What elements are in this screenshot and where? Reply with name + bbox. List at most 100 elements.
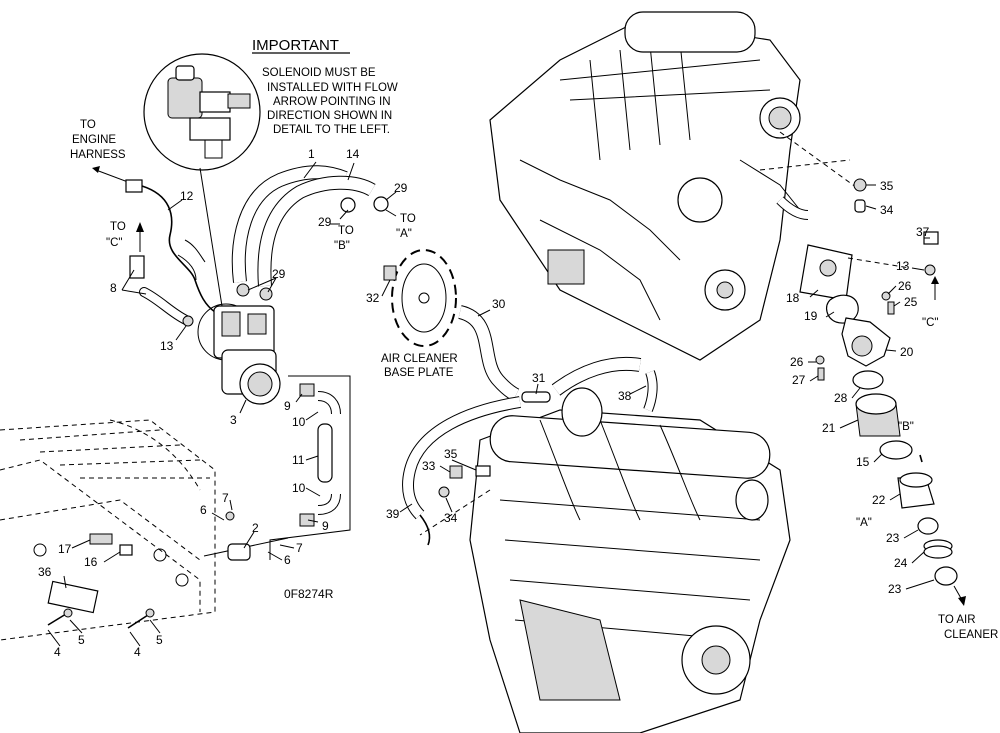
- important-title: IMPORTANT: [252, 37, 339, 54]
- callout-13: 13: [896, 259, 910, 273]
- cap-34b: [438, 486, 450, 498]
- callout-23: 23: [888, 582, 902, 596]
- callout-18: 18: [786, 291, 800, 305]
- arrow-up-icon: [136, 222, 144, 232]
- svg-text:"C": "C": [106, 237, 122, 249]
- tube-11: [317, 423, 333, 483]
- callout-10: 10: [292, 481, 306, 495]
- to-c-left-note: TO "C": [106, 221, 144, 252]
- callout-37: 37: [916, 225, 930, 239]
- to-engine-harness-note: TO ENGINE HARNESS: [70, 119, 129, 183]
- throttle-assembly: [799, 178, 966, 606]
- callout-33: 33: [422, 459, 436, 473]
- callout-9: 9: [284, 399, 291, 413]
- callout-1: 1: [308, 147, 315, 161]
- callout-29: 29: [318, 215, 332, 229]
- svg-text:TO: TO: [400, 213, 416, 225]
- callout-11: 11: [292, 453, 305, 467]
- callout-26: 26: [790, 355, 804, 369]
- svg-text:BASE PLATE: BASE PLATE: [384, 367, 454, 379]
- svg-text:AIR CLEANER: AIR CLEANER: [381, 353, 458, 365]
- intake-manifold-lower: [489, 415, 771, 479]
- callout-35: 35: [444, 447, 458, 461]
- callout-27: 27: [792, 373, 806, 387]
- callout-5: 5: [78, 633, 85, 647]
- callout-19: 19: [804, 309, 818, 323]
- ref-notes: TO "B" TO "A" "B" "A" "C" TO AIR CLEANER…: [284, 209, 998, 641]
- callout-14: 14: [346, 147, 360, 161]
- callout-5: 5: [156, 633, 163, 647]
- clamp-15: [879, 440, 913, 460]
- svg-text:"B": "B": [334, 240, 350, 252]
- callout-34: 34: [880, 203, 894, 217]
- detail-leader: [199, 167, 223, 307]
- callout-25: 25: [904, 295, 918, 309]
- callout-15: 15: [856, 455, 870, 469]
- important-line-5: DETAIL TO THE LEFT.: [273, 124, 390, 136]
- important-line-3: ARROW POINTING IN: [273, 96, 391, 108]
- svg-text:TO: TO: [110, 221, 126, 233]
- callout-6: 6: [284, 553, 291, 567]
- hose-30: [457, 305, 658, 412]
- callout-21: 21: [822, 421, 836, 435]
- callout-10: 10: [292, 415, 306, 429]
- callout-6: 6: [200, 503, 207, 517]
- figure-code: 0F8274R: [284, 587, 334, 601]
- callout-32: 32: [366, 291, 380, 305]
- arrow-icon: [92, 166, 100, 173]
- arrow-down-icon: [958, 596, 966, 606]
- solenoid-assembly-3: [213, 305, 281, 405]
- plate-36: [47, 580, 99, 614]
- callout-17: 17: [58, 542, 72, 556]
- svg-text:HARNESS: HARNESS: [70, 149, 126, 161]
- callout-38: 38: [618, 389, 632, 403]
- callout-29: 29: [272, 267, 286, 281]
- wire-harness-12: [125, 179, 216, 313]
- callout-30: 30: [492, 297, 506, 311]
- callout-4: 4: [134, 645, 141, 659]
- important-line-2: INSTALLED WITH FLOW: [267, 82, 398, 94]
- screw-27: [817, 367, 825, 381]
- callout-4: 4: [54, 645, 61, 659]
- callout-29: 29: [394, 181, 408, 195]
- callout-12: 12: [180, 189, 194, 203]
- svg-text:CLEANER: CLEANER: [944, 629, 998, 641]
- harness-connector: [125, 179, 143, 193]
- clamp-13b: [924, 264, 936, 276]
- bracket-16: [119, 544, 133, 556]
- important-note: IMPORTANT SOLENOID MUST BE INSTALLED WIT…: [252, 37, 398, 136]
- callout-23: 23: [886, 531, 900, 545]
- hose-8: [129, 255, 194, 327]
- important-line-4: DIRECTION SHOWN IN: [267, 110, 392, 122]
- callout-24: 24: [894, 556, 908, 570]
- hoses-1-14: [231, 165, 389, 301]
- fitting-9b: [299, 513, 315, 527]
- callout-8: 8: [110, 281, 117, 295]
- svg-text:TO: TO: [338, 225, 354, 237]
- callout-28: 28: [834, 391, 848, 405]
- solenoid-coil: [167, 77, 203, 119]
- svg-text:ENGINE: ENGINE: [72, 134, 116, 146]
- fitting-35b: [475, 465, 491, 477]
- fitting-9a: [299, 383, 315, 397]
- callout-35: 35: [880, 179, 894, 193]
- callout-36: 36: [38, 565, 52, 579]
- callout-26: 26: [898, 279, 912, 293]
- svg-text:"A": "A": [856, 517, 872, 529]
- chassis-frame: [0, 419, 235, 641]
- seal-23a: [917, 517, 939, 535]
- upper-engine: [489, 11, 861, 361]
- important-line-1: SOLENOID MUST BE: [262, 67, 376, 79]
- clamp-28: [852, 370, 884, 390]
- callout-20: 20: [900, 345, 914, 359]
- cap-34: [854, 199, 866, 213]
- clamp-29b: [340, 197, 356, 213]
- svg-text:"C": "C": [922, 317, 938, 329]
- seal-23b: [934, 566, 958, 586]
- fitting-group: [203, 375, 351, 561]
- callout-labels: 1 14 29 29 29 12 8 13 3 9 10 11 10 9 7 6…: [38, 147, 930, 659]
- svg-text:TO: TO: [80, 119, 96, 131]
- callout-34: 34: [444, 511, 458, 525]
- callout-16: 16: [84, 555, 98, 569]
